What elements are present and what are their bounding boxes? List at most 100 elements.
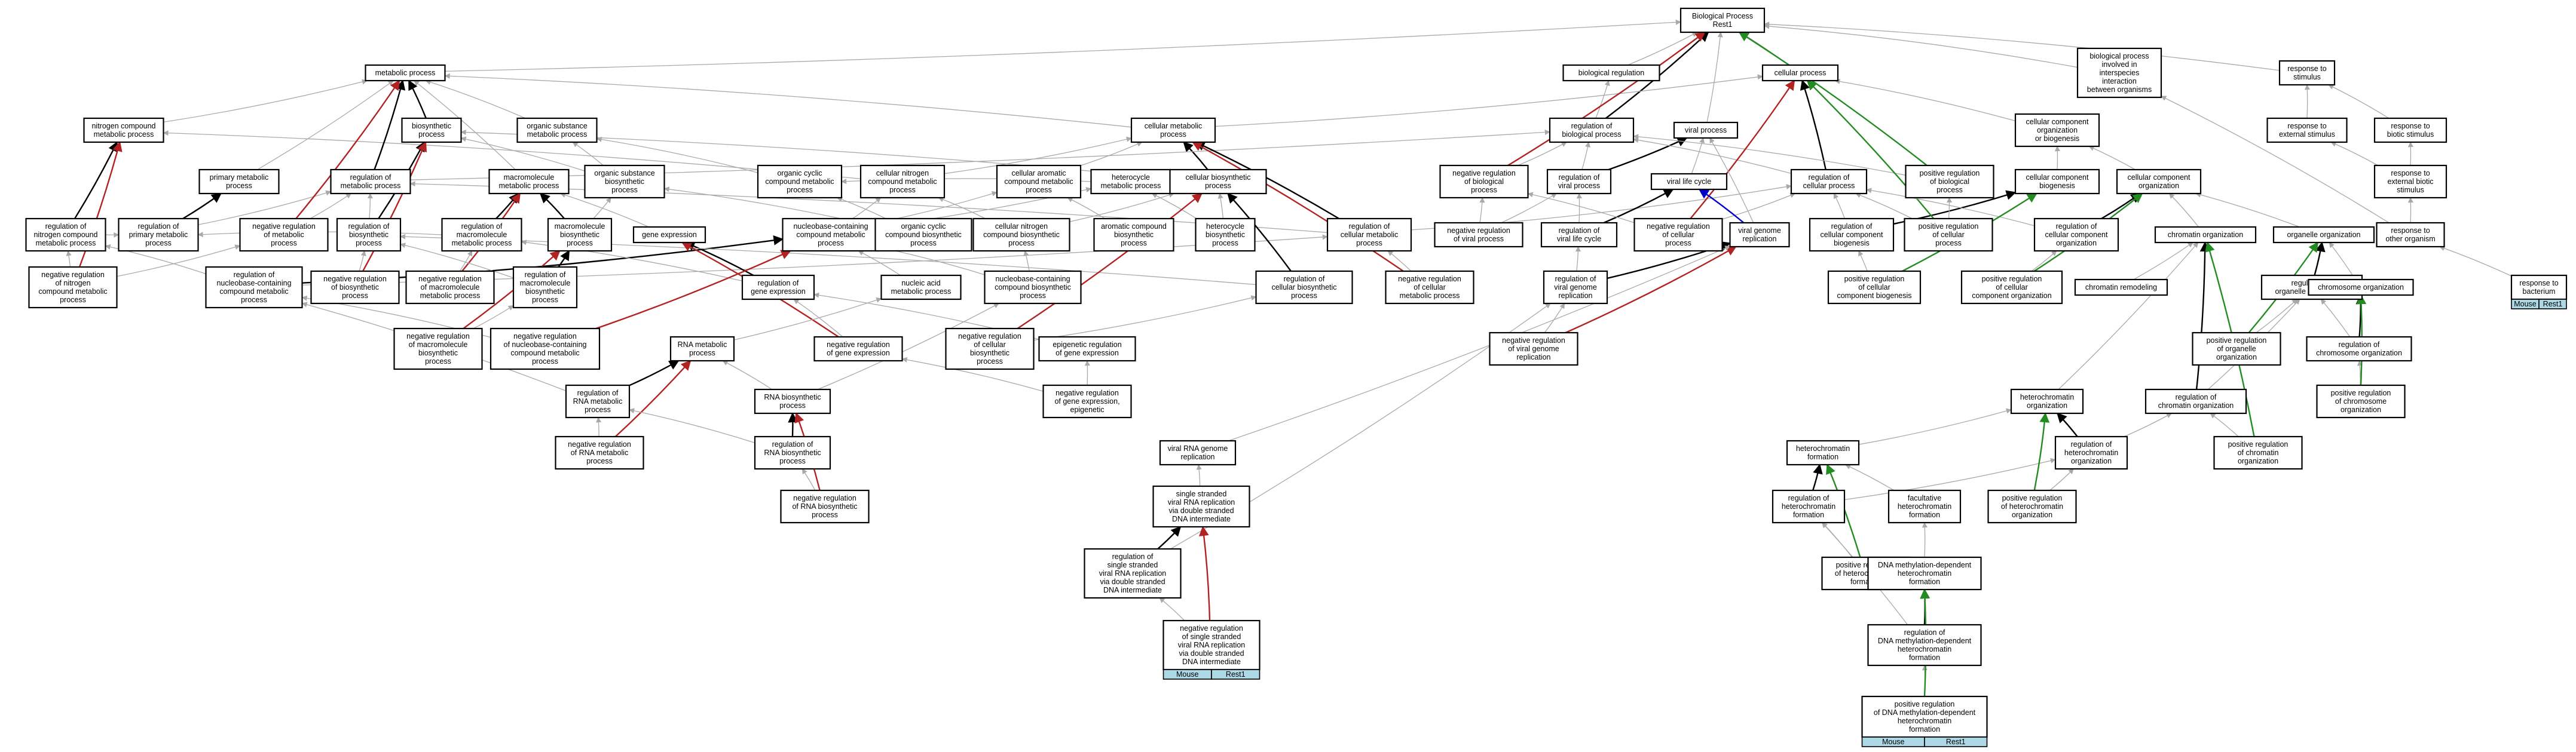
- go-term-node-chromosomeorg[interactable]: chromosome organization: [2308, 278, 2414, 296]
- go-term-node-organelle[interactable]: organelle organization: [2272, 226, 2375, 244]
- go-term-node-viralcycle[interactable]: viral life cycle: [1650, 173, 1728, 191]
- go-term-node-viralproc[interactable]: viral process: [1673, 121, 1739, 139]
- go-term-node-metab[interactable]: metabolic process: [365, 64, 446, 82]
- go-term-node-regnucmetab[interactable]: regulation ofnucleobase-containingcompou…: [205, 266, 303, 309]
- go-term-node-dnameth[interactable]: DNA methylation-dependentheterochromatin…: [1867, 556, 1982, 591]
- go-term-node-regmacrobio[interactable]: regulation ofmacromoleculebiosyntheticpr…: [512, 266, 578, 309]
- go-term-node-chromremod[interactable]: chromatin remodeling: [2074, 278, 2168, 296]
- go-term-node-biolreg[interactable]: biological regulation: [1562, 64, 1660, 82]
- go-term-node-cellproc[interactable]: cellular process: [1761, 64, 1839, 82]
- go-term-node-chromorg[interactable]: chromatin organization: [2154, 226, 2257, 244]
- go-term-node-geneexp[interactable]: gene expression: [632, 226, 706, 244]
